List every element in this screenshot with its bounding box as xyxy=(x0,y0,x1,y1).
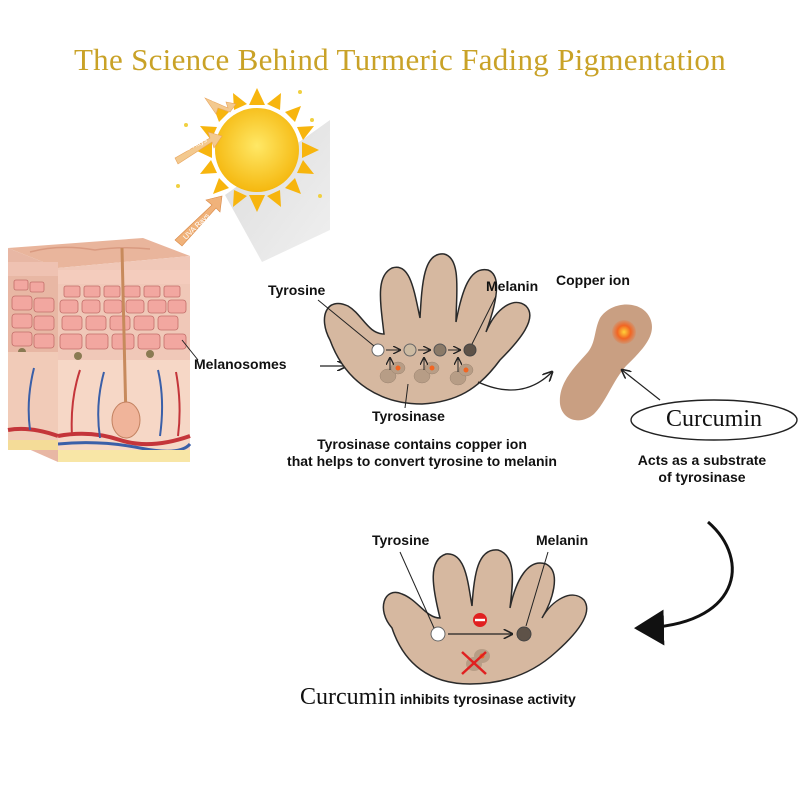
tyrosinase-pointer-line xyxy=(404,383,409,409)
tyrosine-molecule xyxy=(371,343,385,357)
tyrosine-molecule-bottom xyxy=(430,626,446,642)
copper-ion-icon xyxy=(612,320,636,344)
tyrosine-pointer-line-bottom xyxy=(399,551,435,629)
copper-ion-label: Copper ion xyxy=(556,272,630,288)
melanosomes-pointer-line xyxy=(181,339,199,361)
blocked-x-icon xyxy=(461,651,487,675)
uva-ray-arrow xyxy=(174,195,223,247)
tyrosinase-label: Tyrosinase xyxy=(372,408,445,424)
curcumin-substrate-arrow xyxy=(622,370,661,401)
caption-substrate-line-1: Acts as a substrate xyxy=(637,452,767,468)
caption-tyrosinase-line-1: Tyrosinase contains copper ion xyxy=(317,436,527,452)
sparkle-icons xyxy=(176,90,322,198)
melanin-label-top: Melanin xyxy=(486,278,539,294)
caption-tyrosinase-line-2: that helps to convert tyrosine to melani… xyxy=(287,453,557,469)
skin-cross-section xyxy=(7,238,192,462)
process-curved-arrow xyxy=(634,520,734,646)
melanosomes-label: Melanosomes xyxy=(194,356,287,372)
melanocyte-cell-bottom xyxy=(382,549,588,685)
uvb-ray-arrow xyxy=(174,131,223,165)
tyrosine-label-top: Tyrosine xyxy=(268,282,326,298)
inhibits-text: inhibits tyrosinase activity xyxy=(399,691,576,707)
sun-icon xyxy=(195,88,319,212)
curcumin-oval xyxy=(630,399,798,441)
melanin-pointer-line xyxy=(471,295,497,345)
melanin-label-bottom: Melanin xyxy=(536,532,589,548)
tyrosine-pointer-line xyxy=(317,299,375,347)
uvc-label: UVC xyxy=(210,92,226,104)
melanocyte-cell-top xyxy=(323,253,531,405)
caption-substrate: Acts as a substrate of tyrosinase xyxy=(604,452,800,486)
copper-dots xyxy=(395,365,469,373)
zoom-curved-arrow xyxy=(477,372,552,391)
page-title: The Science Behind Turmeric Fading Pigme… xyxy=(73,42,727,77)
caption-substrate-line-2: of tyrosinase xyxy=(658,469,746,485)
curcumin-label-bottom: Curcumin xyxy=(300,684,396,710)
melanin-molecule xyxy=(463,343,477,357)
inhibition-caption: Curcumin inhibits tyrosinase activity xyxy=(300,684,576,711)
uva-label: UVA Rays xyxy=(181,211,211,241)
sun-graphic xyxy=(174,88,330,262)
uvc-ray-arrow xyxy=(204,97,237,115)
tyrosinase-enzyme-zoom xyxy=(559,304,652,421)
caption-tyrosinase: Tyrosinase contains copper ion that help… xyxy=(236,436,608,470)
melanin-pointer-line-bottom xyxy=(525,551,549,627)
curcumin-label-oval: Curcumin xyxy=(666,406,762,432)
tyrosine-label-bottom: Tyrosine xyxy=(372,532,430,548)
melanin-molecule-bottom xyxy=(516,626,532,642)
